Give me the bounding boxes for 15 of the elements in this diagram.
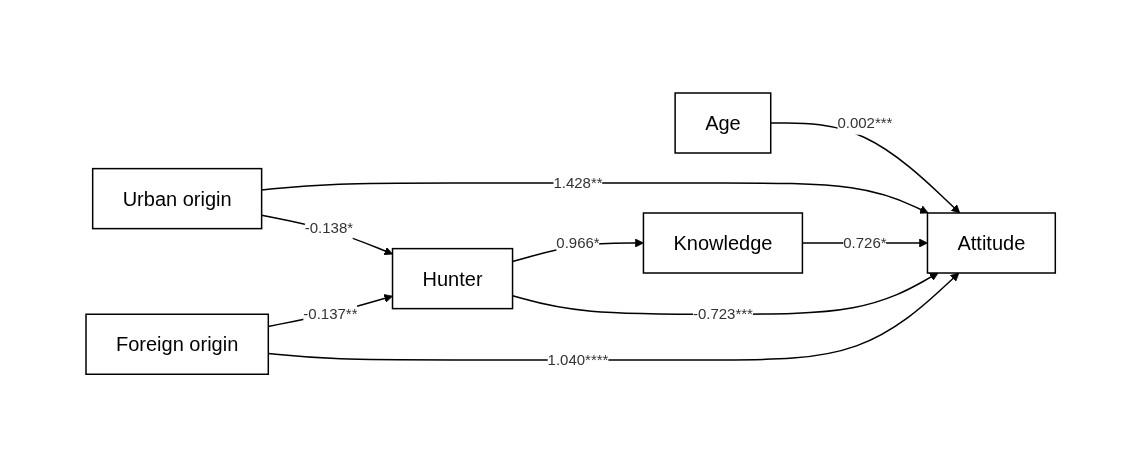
edge-label: 1.428** [553,174,603,192]
node-box: Urban origin [92,168,263,230]
edge-label: 0.726* [843,234,887,252]
node-box: Foreign origin [85,313,270,376]
edge-label: -0.138* [305,219,354,237]
node-box: Hunter [392,248,514,310]
node-box: Age [674,92,772,155]
arrow [261,182,929,214]
edge-label: -0.723*** [693,305,754,323]
node-box: Attitude [927,212,1057,275]
edge-label: 1.040**** [547,351,609,368]
edge-label: 0.002*** [837,114,893,132]
edge-label: 0.966* [556,234,601,252]
edge-label: -0.137** [303,305,358,323]
node-box: Knowledge [643,212,804,275]
